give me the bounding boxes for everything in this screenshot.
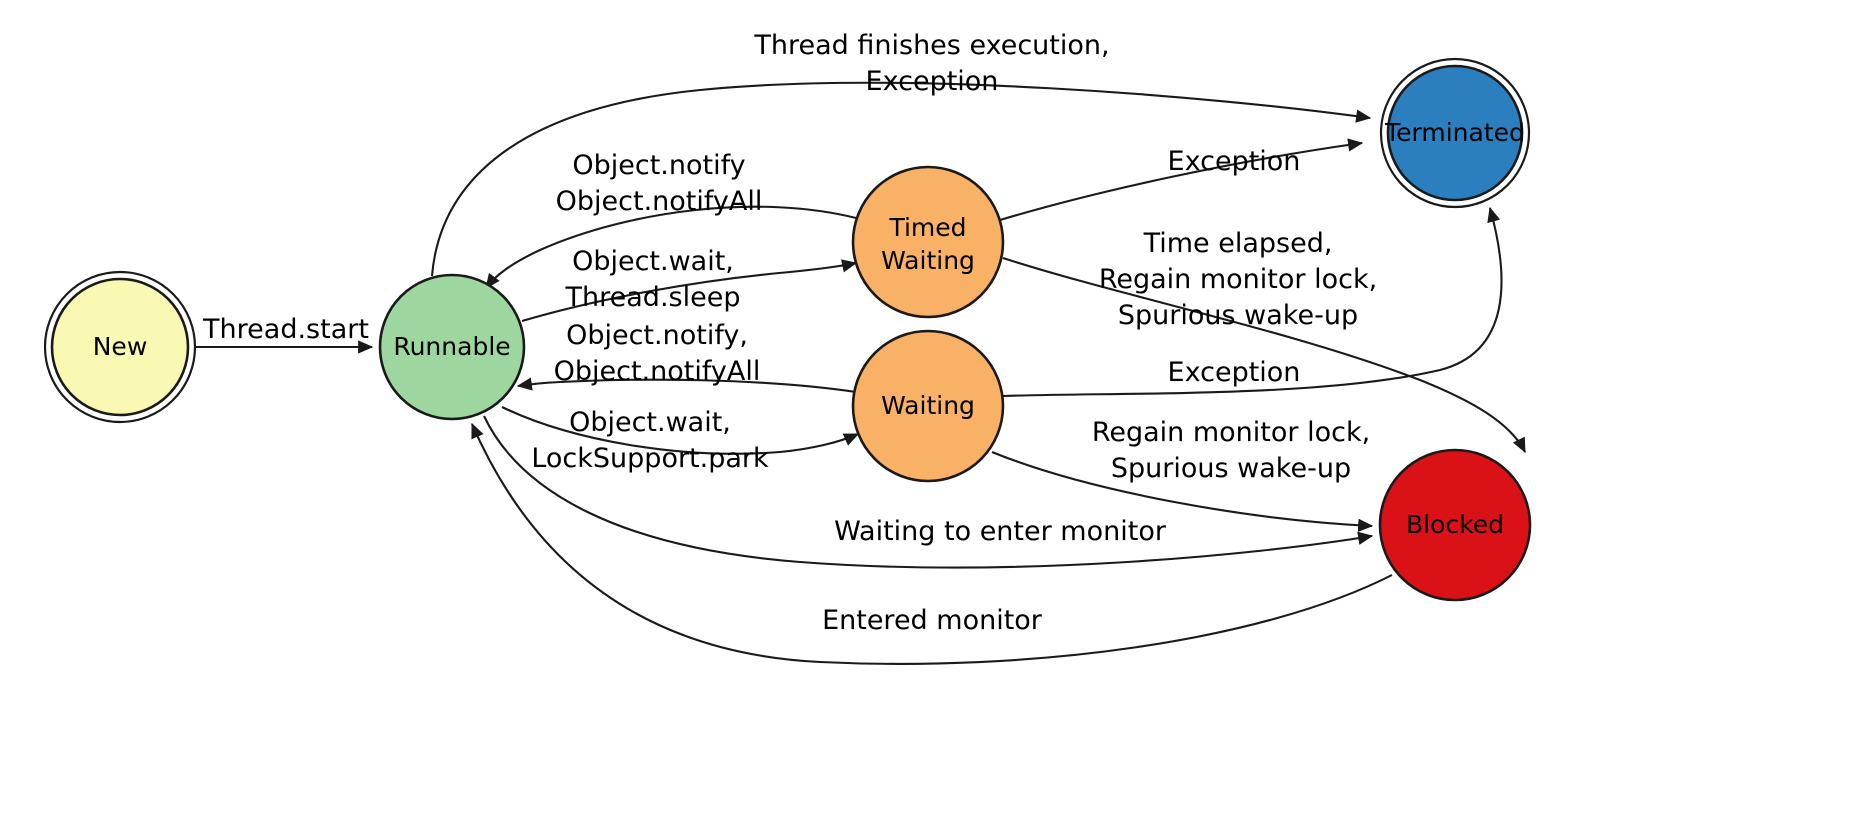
edge-label-regain-line2: Spurious wake-up (1111, 453, 1351, 484)
edge-path (521, 259, 858, 323)
edge-path (1002, 257, 1526, 454)
edge-path (501, 406, 860, 455)
node-timed-waiting-circle[interactable] (851, 165, 1005, 319)
edge-waiting-to-runnable: Object.notify, Object.notifyAll (516, 320, 857, 394)
edge-label-notify-line2: Object.notifyAll (556, 186, 763, 217)
node-timed-waiting[interactable]: Timed Waiting (851, 165, 1005, 319)
edge-path (516, 377, 857, 394)
node-new-outer-ring (43, 270, 197, 424)
edge-new-to-runnable: Thread.start (196, 314, 374, 354)
edge-waiting-to-blocked: Regain monitor lock, Spurious wake-up (991, 417, 1374, 532)
edge-timed-waiting-to-runnable: Object.notify Object.notifyAll (485, 150, 857, 289)
node-runnable-circle[interactable] (378, 273, 526, 421)
edge-label-wait-sleep-line1: Object.wait, (572, 246, 734, 277)
edge-runnable-to-timed-waiting: Object.wait, Thread.sleep (521, 246, 858, 323)
node-new[interactable]: New (43, 270, 197, 424)
edge-path (999, 138, 1364, 222)
edge-label-notify-line1: Object.notify (572, 150, 745, 181)
edge-blocked-to-runnable: Entered monitor (471, 422, 1393, 665)
edge-label-wait-sleep-line2: Thread.sleep (565, 282, 741, 313)
edge-path (485, 205, 857, 289)
edge-timed-waiting-to-terminated: Exception (999, 138, 1364, 222)
edge-label-time-elapsed-line3: Spurious wake-up (1118, 300, 1358, 331)
node-waiting-circle[interactable] (851, 329, 1005, 483)
edge-label-exception-top: Exception (1168, 146, 1301, 177)
edge-path (991, 451, 1374, 532)
edge-label-notify2-line2: Object.notifyAll (554, 356, 761, 387)
edge-label-time-elapsed-line2: Regain monitor lock, (1099, 264, 1377, 295)
node-terminated-circle[interactable] (1386, 64, 1524, 202)
edge-path (430, 81, 1372, 277)
edge-timed-waiting-to-blocked: Time elapsed, Regain monitor lock, Spuri… (1002, 228, 1526, 454)
edge-label-exception-bottom: Exception (1168, 357, 1301, 388)
edge-label-waiting-to-enter: Waiting to enter monitor (834, 516, 1167, 547)
edge-path (483, 415, 1374, 569)
edge-label-finishes-line1: Thread finishes execution, (753, 30, 1109, 61)
node-new-circle[interactable] (50, 277, 190, 417)
node-waiting[interactable]: Waiting (851, 329, 1005, 483)
edge-runnable-to-terminated: Thread finishes execution, Exception (430, 30, 1372, 277)
node-terminated[interactable]: Terminated (1379, 57, 1531, 209)
edge-label-thread-start: Thread.start (202, 314, 369, 345)
edge-path (471, 422, 1393, 665)
node-blocked[interactable]: Blocked (1378, 448, 1532, 602)
node-terminated-outer-ring (1379, 57, 1531, 209)
edge-label-entered-monitor: Entered monitor (822, 605, 1043, 636)
edge-runnable-to-blocked: Waiting to enter monitor (483, 415, 1374, 569)
edge-label-finishes-line2: Exception (866, 66, 999, 97)
edge-label-wait-park-line2: LockSupport.park (531, 443, 769, 474)
edge-runnable-to-waiting: Object.wait, LockSupport.park (501, 406, 860, 474)
edge-label-wait-park-line1: Object.wait, (569, 407, 731, 438)
edge-label-regain-line1: Regain monitor lock, (1092, 417, 1370, 448)
edge-path (1002, 206, 1503, 398)
edge-waiting-to-terminated: Exception (1002, 206, 1503, 398)
edge-label-time-elapsed-line1: Time elapsed, (1143, 228, 1333, 259)
node-blocked-circle[interactable] (1378, 448, 1532, 602)
node-runnable[interactable]: Runnable (378, 273, 526, 421)
edge-label-notify2-line1: Object.notify, (566, 320, 748, 351)
